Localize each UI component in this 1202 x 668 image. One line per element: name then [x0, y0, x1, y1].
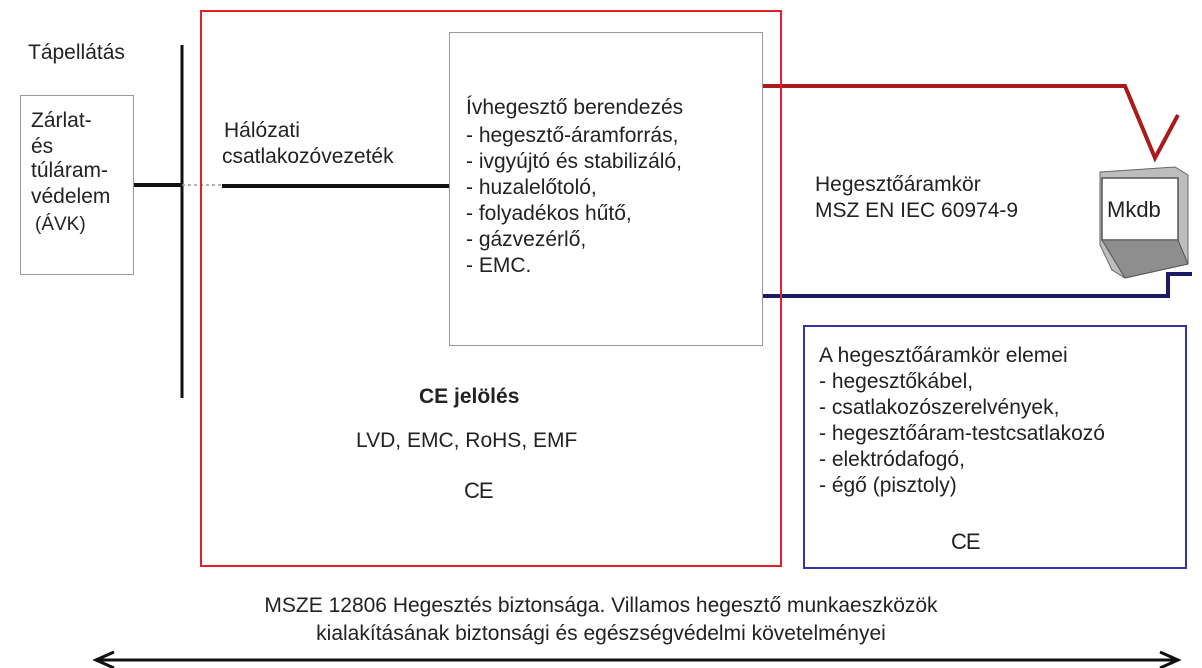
equipment-item: - hegesztő-áramforrás, — [466, 124, 679, 147]
ce-marking-title: CE jelölés — [419, 385, 520, 408]
torch-cable — [763, 84, 1180, 163]
circuit-element-item: - hegesztőkábel, — [819, 370, 974, 393]
circuit-elements-box: A hegesztőáramkör elemei - hegesztőkábel… — [803, 325, 1187, 569]
return-cable — [763, 272, 1192, 298]
equipment-item: - ivgyújtó és stabilizáló, — [466, 150, 682, 173]
ce-directives: LVD, EMC, RoHS, EMF — [356, 429, 578, 452]
circuit-element-item: - égő (pisztoly) — [819, 474, 957, 497]
equipment-item: - huzalelőtoló, — [466, 176, 597, 199]
protection-line-5: (ÁVK) — [35, 214, 86, 235]
circuit-label-1: Hegesztőáramkör — [815, 173, 981, 196]
equipment-title: Ívhegesztő berendezés — [466, 96, 684, 119]
circuit-elements-title: A hegesztőáramkör elemei — [819, 344, 1068, 367]
circuit-elements-ce-symbol: CE — [951, 529, 981, 554]
equipment-item: - EMC. — [466, 254, 532, 277]
mains-cable-label-1: Hálózati — [224, 119, 300, 142]
protection-line-1: Zárlat- — [31, 109, 92, 132]
workpiece-label: Mkdb — [1107, 197, 1161, 222]
circuit-element-item: - csatlakozószerelvények, — [819, 396, 1060, 419]
circuit-label-2: MSZ EN IEC 60974-9 — [815, 199, 1019, 222]
equipment-box: Ívhegesztő berendezés - hegesztő-áramfor… — [449, 32, 763, 346]
scope-arrow — [92, 650, 1182, 668]
mains-cable-label-2: csatlakozóvezeték — [222, 145, 394, 168]
standard-line-2: kialakításának biztonsági és egészségvéd… — [316, 622, 886, 645]
circuit-element-item: - hegesztőáram-testcsatlakozó — [819, 422, 1105, 445]
protection-box: Zárlat- és túláram- védelem (ÁVK) — [20, 95, 134, 275]
protection-line-3: túláram- — [31, 159, 109, 182]
workpiece-block — [1099, 166, 1189, 279]
protection-line-4: védelem — [31, 185, 111, 208]
ce-mark-symbol: CE — [464, 478, 494, 503]
supply-title: Tápellátás — [28, 41, 125, 64]
protection-line-2: és — [31, 135, 54, 158]
equipment-item: - folyadékos hűtő, — [466, 202, 632, 225]
equipment-frame — [200, 10, 782, 567]
circuit-element-item: - elektródafogó, — [819, 448, 965, 471]
standard-line-1: MSZE 12806 Hegesztés biztonsága. Villamo… — [264, 594, 938, 617]
equipment-item: - gázvezérlő, — [466, 228, 587, 251]
